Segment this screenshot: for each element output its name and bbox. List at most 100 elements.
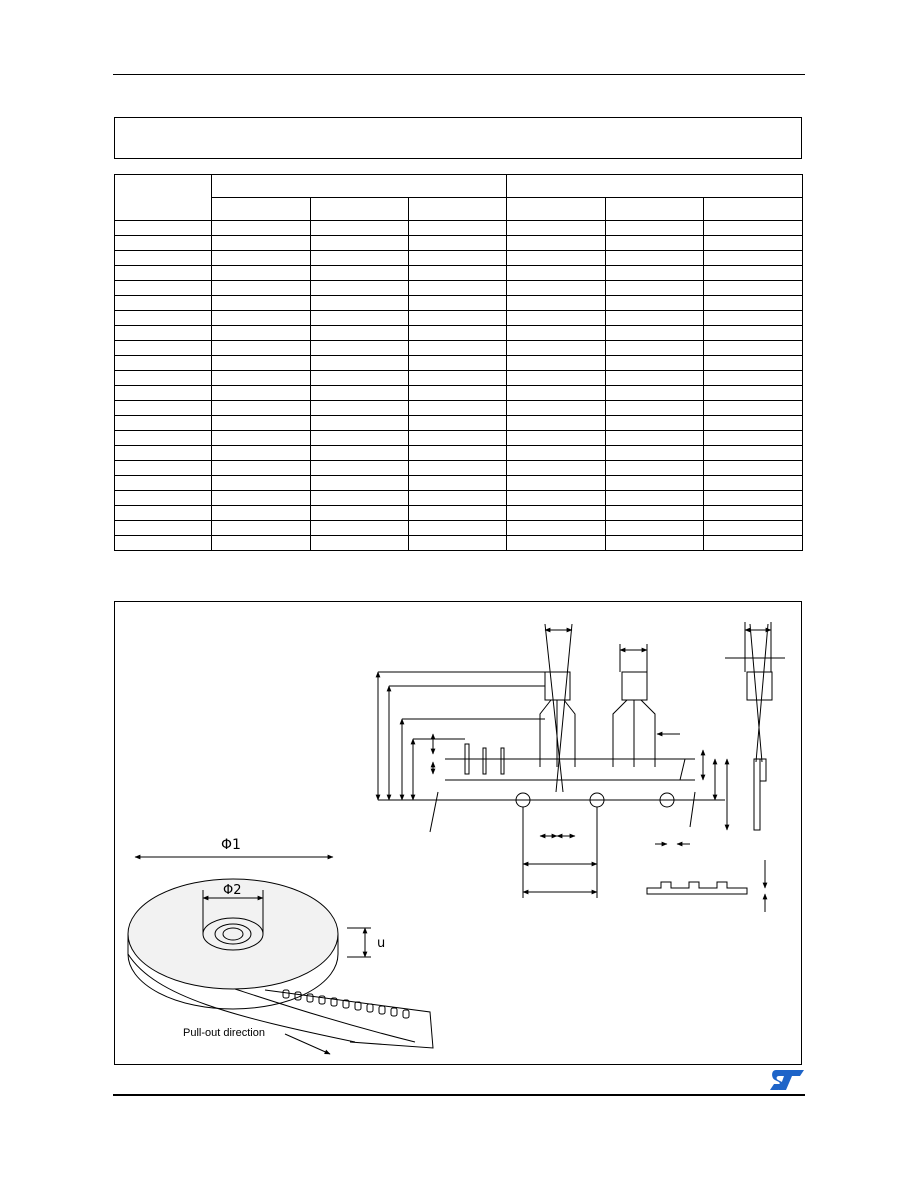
- table-cell: [114, 220, 212, 236]
- table-cell: [407, 280, 508, 296]
- table-cell: [407, 400, 508, 416]
- tape-reel-figure: Φ1 Φ2 u Pull-out direction: [114, 601, 802, 1065]
- table-cell: [605, 235, 705, 251]
- table-cell: [605, 475, 705, 491]
- table-cell: [114, 310, 212, 326]
- table-cell: [310, 355, 409, 371]
- table-cell: [506, 295, 607, 311]
- table-title-box: [114, 117, 802, 159]
- table-cell: [506, 310, 607, 326]
- table-cell: [211, 400, 311, 416]
- table-row: [114, 445, 804, 461]
- table-cell: [114, 490, 212, 506]
- table-cell: [407, 235, 508, 251]
- table-row: [114, 265, 804, 281]
- table-cell: [605, 370, 705, 386]
- table-cell: [407, 415, 508, 431]
- table-row: [114, 475, 804, 491]
- table-cell: [703, 520, 804, 536]
- table-cell: [211, 220, 311, 236]
- table-cell: [703, 475, 804, 491]
- table-cell: [605, 250, 705, 266]
- table-cell: [114, 535, 212, 551]
- table-cell: [407, 535, 508, 551]
- table-cell: [114, 385, 212, 401]
- table-subheader-cell: [407, 197, 508, 221]
- table-cell: [114, 325, 212, 341]
- table-cell: [211, 325, 311, 341]
- table-cell: [605, 310, 705, 326]
- table-cell: [703, 445, 804, 461]
- table-cell: [605, 265, 705, 281]
- table-cell: [703, 415, 804, 431]
- table-cell: [605, 280, 705, 296]
- table-subheader-cell: [506, 197, 607, 221]
- table-cell: [407, 325, 508, 341]
- table-cell: [211, 355, 311, 371]
- table-cell: [605, 535, 705, 551]
- table-header-group-cell: [506, 174, 804, 198]
- table-cell: [605, 445, 705, 461]
- table-cell: [407, 370, 508, 386]
- phi2-label: Φ2: [223, 883, 242, 898]
- table-cell: [703, 535, 804, 551]
- table-cell: [506, 250, 607, 266]
- table-cell: [605, 385, 705, 401]
- table-cell: [506, 505, 607, 521]
- table-cell: [605, 490, 705, 506]
- table-cell: [703, 460, 804, 476]
- table-cell: [211, 385, 311, 401]
- table-cell: [407, 355, 508, 371]
- dimensions-table-container: [114, 174, 804, 590]
- table-cell: [703, 430, 804, 446]
- table-row: [114, 235, 804, 251]
- table-cell: [506, 280, 607, 296]
- table-cell: [703, 310, 804, 326]
- table-row: [114, 250, 804, 266]
- tape-reel-drawing: Φ1 Φ2 u Pull-out direction: [127, 622, 785, 1055]
- table-cell: [407, 265, 508, 281]
- u-label: u: [377, 936, 385, 951]
- table-row: [114, 505, 804, 521]
- table-cell: [506, 535, 607, 551]
- table-cell: [506, 430, 607, 446]
- table-cell: [605, 460, 705, 476]
- table-cell: [310, 385, 409, 401]
- table-cell: [407, 430, 508, 446]
- table-row: [114, 535, 804, 551]
- table-row: [114, 400, 804, 416]
- table-cell: [703, 385, 804, 401]
- table-cell: [407, 460, 508, 476]
- table-cell: [310, 250, 409, 266]
- dimension-lines: [127, 622, 785, 1055]
- pull-out-direction-label: Pull-out direction: [183, 1027, 265, 1039]
- table-cell: [605, 295, 705, 311]
- table-cell: [114, 460, 212, 476]
- table-cell: [211, 490, 311, 506]
- table-cell: [211, 520, 311, 536]
- table-cell: [211, 310, 311, 326]
- table-cell: [114, 355, 212, 371]
- table-cell: [114, 520, 212, 536]
- table-cell: [407, 220, 508, 236]
- table-cell: [211, 445, 311, 461]
- table-cell: [506, 385, 607, 401]
- table-cell: [114, 250, 212, 266]
- table-cell: [506, 220, 607, 236]
- table-cell: [114, 400, 212, 416]
- table-cell: [211, 475, 311, 491]
- table-row: [114, 460, 804, 476]
- table-header-row: [114, 174, 804, 221]
- table-cell: [703, 295, 804, 311]
- table-row: [114, 520, 804, 536]
- phi1-label: Φ1: [221, 837, 241, 853]
- table-cell: [114, 505, 212, 521]
- table-cell: [506, 355, 607, 371]
- table-cell: [605, 325, 705, 341]
- table-cell: [211, 340, 311, 356]
- table-subheader-cell: [605, 197, 705, 221]
- table-cell: [407, 340, 508, 356]
- table-cell: [310, 430, 409, 446]
- table-cell: [506, 370, 607, 386]
- table-cell: [114, 475, 212, 491]
